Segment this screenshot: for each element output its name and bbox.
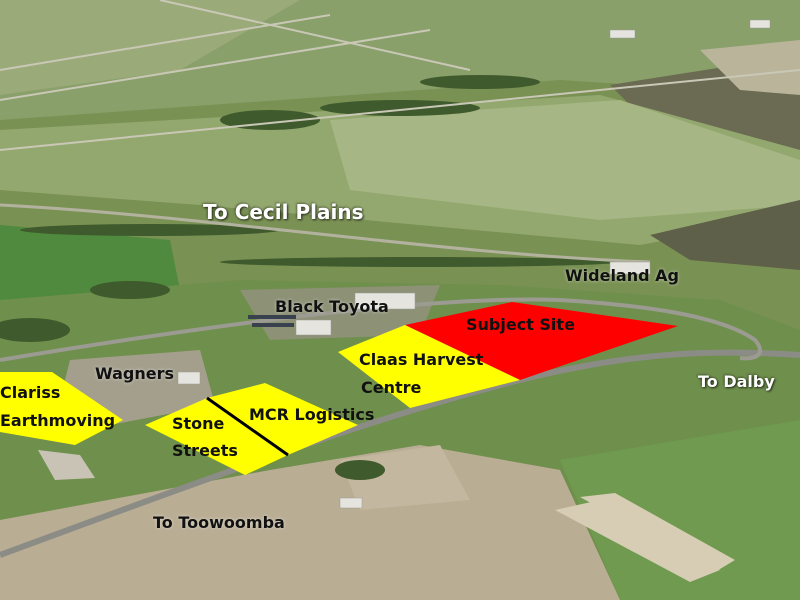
buildings bbox=[177, 19, 771, 509]
label-claas-line1: Claas Harvest bbox=[359, 350, 484, 369]
parcel-divider-line bbox=[206, 396, 289, 457]
sand-patch-left bbox=[38, 450, 95, 480]
label-to-toowoomba: To Toowoomba bbox=[153, 513, 285, 532]
claas-harvest-centre-parcel bbox=[338, 325, 520, 408]
sand-strip-1 bbox=[555, 500, 720, 582]
label-to-cecil-plains: To Cecil Plains bbox=[203, 200, 364, 224]
label-to-dalby: To Dalby bbox=[698, 372, 775, 391]
plowed-field-right bbox=[650, 200, 800, 270]
subject-site-parcel bbox=[405, 302, 678, 380]
far-paddock-left bbox=[0, 0, 300, 95]
label-black-toyota: Black Toyota bbox=[275, 297, 389, 316]
bare-paddock-bottom bbox=[0, 445, 620, 600]
label-mcr-logistics: MCR Logistics bbox=[249, 405, 375, 424]
bare-patch bbox=[340, 445, 470, 510]
car-rows bbox=[248, 315, 296, 327]
cecil-plains-road bbox=[0, 203, 651, 264]
bare-field-far bbox=[700, 40, 800, 95]
sand-strip-2 bbox=[580, 493, 735, 572]
middle-paddock-light bbox=[330, 100, 800, 220]
clariss-earthmoving-parcel bbox=[0, 372, 123, 445]
mcr-logistics-parcel bbox=[207, 383, 358, 455]
label-subject-site: Subject Site bbox=[466, 315, 575, 334]
label-stone-line1: Stone bbox=[172, 414, 225, 433]
rural-roads bbox=[0, 0, 800, 151]
label-clariss-line1: Clariss bbox=[0, 383, 61, 402]
label-stone-line2: Streets bbox=[172, 441, 238, 460]
green-paddock-bottom-right bbox=[560, 420, 800, 600]
stone-streets-parcel bbox=[145, 398, 288, 475]
label-wagners: Wagners bbox=[95, 364, 174, 383]
label-wideland-ag: Wideland Ag bbox=[565, 266, 679, 285]
label-clariss-line2: Earthmoving bbox=[0, 411, 116, 430]
label-claas-line2: Centre bbox=[361, 378, 422, 397]
service-road bbox=[0, 297, 762, 362]
highway bbox=[0, 349, 800, 558]
